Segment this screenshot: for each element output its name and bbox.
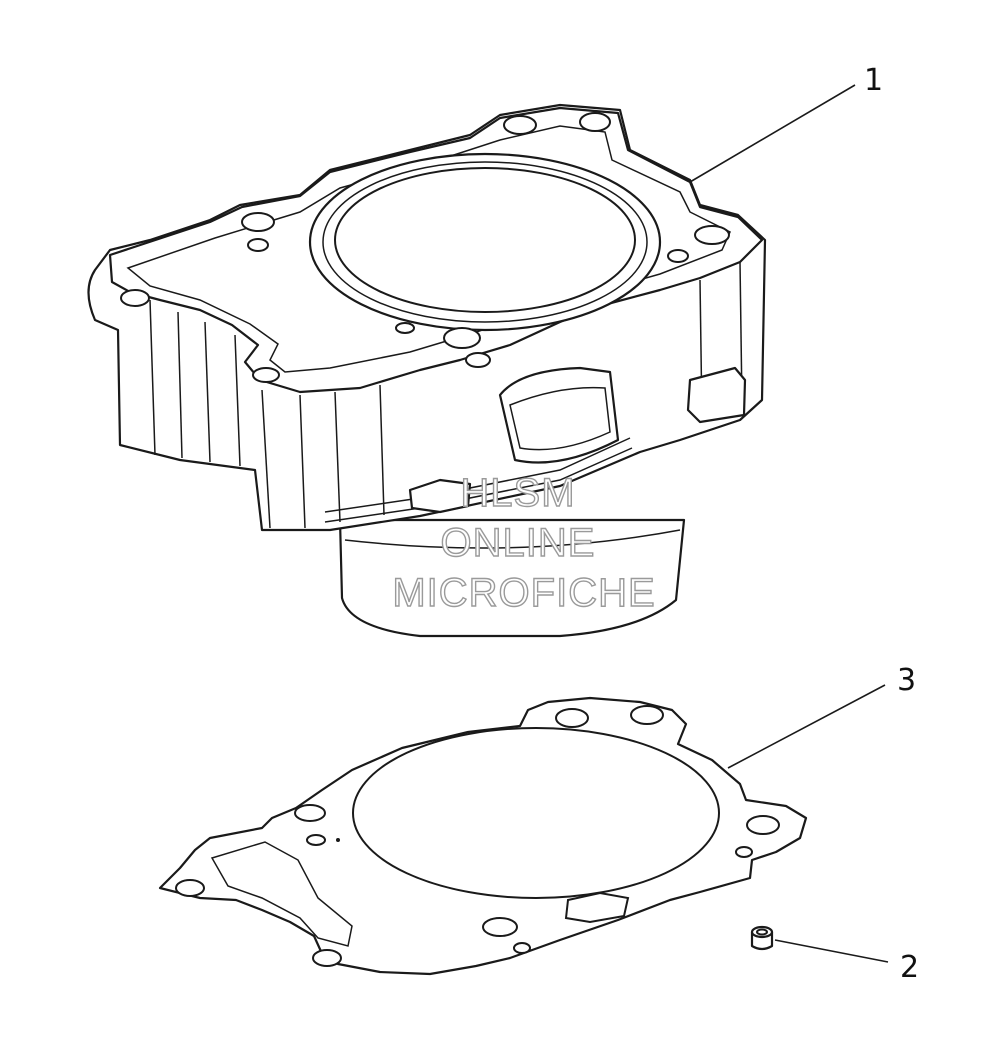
leader-line-3 — [727, 684, 886, 769]
dowel-pin-part[interactable] — [750, 925, 774, 951]
watermark-line-3: MICROFICHE — [392, 571, 655, 615]
cylinder-part[interactable] — [87, 103, 767, 638]
watermark: HLSM ONLINE MICROFICHE — [392, 470, 656, 615]
watermark-line-2: ONLINE — [441, 521, 596, 565]
leader-line-1 — [689, 84, 856, 183]
callout-number-2[interactable]: 2 — [900, 950, 919, 985]
callout-number-1[interactable]: 1 — [864, 63, 883, 98]
head-gasket-part[interactable] — [158, 696, 808, 976]
leader-line-2 — [774, 939, 889, 963]
watermark-line-1: HLSM — [460, 471, 575, 515]
callout-number-3[interactable]: 3 — [897, 663, 916, 698]
